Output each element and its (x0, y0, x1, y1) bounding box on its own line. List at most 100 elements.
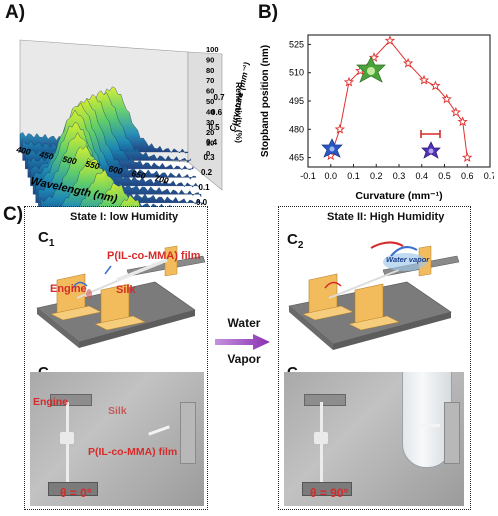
arrow-top-label: Water (227, 316, 261, 330)
purple-structure-icon (421, 141, 441, 159)
data-point (343, 76, 355, 87)
y-tick-label: 525 (289, 39, 304, 49)
panel-c-letter: C) (3, 204, 24, 225)
x-tick-label: 0.5 (438, 171, 451, 181)
x-tick-label: 0.7 (484, 171, 494, 181)
curvature-tick: 0.2 (201, 168, 213, 177)
vapor-cloud (383, 253, 427, 271)
panel-b-chart: -0.1 0.0 0.1 0.2 0.3 0.4 0.5 0.6 0.7 465 480 495 51… (260, 34, 494, 202)
wavelength-tick: 500 (62, 154, 78, 167)
wavelength-tick: 700 (154, 173, 170, 186)
state1-box (24, 206, 208, 510)
data-point (334, 123, 346, 134)
c3-theta-label: θ = 0° (60, 486, 92, 500)
x-tick-label: 0.0 (324, 171, 337, 181)
reflectivity-tick: 50 (206, 97, 214, 106)
y-tick-label: 510 (289, 68, 304, 78)
c2-schematic (288, 241, 460, 350)
c3-silk-label: Silk (108, 405, 127, 417)
blue-structure-icon-left (321, 138, 343, 158)
c1-film-label: P(IL-co-MMA) film (107, 250, 201, 262)
data-point (368, 52, 380, 63)
c1-silk-label: Silk (116, 284, 136, 296)
top-clamp (304, 394, 346, 406)
data-point (441, 93, 452, 104)
reflectivity-tick: 0 (206, 149, 210, 158)
engine-block (314, 432, 328, 444)
range-marker (420, 130, 441, 138)
film-piece (420, 424, 440, 427)
bottom-clamp (48, 482, 98, 496)
water-tube (402, 372, 452, 468)
c3-photo (30, 372, 204, 506)
film-piece (148, 425, 170, 436)
state2-title: State II: High Humidity (327, 211, 445, 223)
curvature-tick: 0.6 (211, 108, 223, 117)
curvature-tick: 0.1 (199, 183, 211, 192)
curvature-tick: 0.5 (209, 123, 221, 132)
wavelength-tick: 600 (108, 163, 124, 176)
curvature-tick: 0.0 (196, 198, 208, 207)
spectrum-layer (119, 194, 141, 207)
curvature-tick: 0.4 (206, 138, 218, 147)
curvature-tick: 0.3 (204, 153, 216, 162)
panel-a-letter: A) (5, 2, 26, 23)
y-tick-label: 480 (289, 124, 304, 134)
water-vapor-arrow (215, 334, 270, 350)
reflectivity-tick: 30 (206, 118, 214, 127)
reflectivity-tick: 60 (206, 87, 214, 96)
reflectivity-tick: 10 (206, 139, 214, 148)
data-point (462, 152, 473, 162)
panel-b-letter: B) (258, 2, 279, 23)
c4-theta-label: θ = 90° (310, 486, 349, 500)
c2-label: C2 (287, 231, 304, 251)
c1-label: C1 (38, 229, 55, 249)
silk-rod (66, 402, 69, 486)
data-point (402, 57, 414, 68)
x-tick-label: 0.4 (415, 171, 428, 181)
reflectivity-tick: 70 (206, 76, 214, 85)
bent-film (390, 246, 418, 257)
tape-strip (180, 402, 196, 464)
data-point (457, 116, 468, 127)
y-tick-label: 465 (289, 153, 304, 163)
y-tick-label: 495 (289, 96, 304, 106)
x-tick-label: 0.2 (370, 171, 383, 181)
y-axis-label: Stopband position (nm) (260, 45, 271, 157)
green-structure-icon (356, 56, 386, 83)
silk-rod (320, 402, 323, 486)
c2-water-vapor-label: Water vapor (386, 255, 430, 264)
c3-engine-label: Engine (33, 396, 69, 408)
x-tick-label: -0.1 (300, 171, 316, 181)
reflectivity-tick: 20 (206, 128, 214, 137)
state2-box (278, 206, 471, 510)
arrow-bottom-label: Vapor (227, 352, 261, 366)
x-axis-label: Curvature (mm⁻¹) (355, 190, 442, 202)
c4-photo (284, 372, 464, 506)
c3-film-label: P(IL-co-MMA) film (88, 446, 178, 458)
curvature-tick: 0.7 (214, 93, 226, 102)
reflectivity-tick: 80 (206, 66, 214, 75)
x-tick-label: 0.6 (461, 171, 474, 181)
x-tick-label: 0.3 (393, 171, 406, 181)
reflectivity-tick: 40 (206, 107, 214, 116)
data-point (384, 35, 396, 46)
film-strip (116, 258, 168, 282)
top-clamp (50, 394, 92, 406)
reflectivity-tick: 100 (206, 45, 219, 54)
film-post (164, 245, 178, 277)
wavelength-tick: 450 (38, 149, 55, 162)
reflectivity-axis-label: Reflectivity (%) (234, 82, 244, 143)
wavelength-tick: 400 (15, 144, 32, 157)
reflectivity-tick: 90 (206, 55, 214, 64)
state1-title: State I: low Humidity (70, 211, 179, 223)
wavelength-tick: 650 (131, 168, 147, 181)
silk-fiber (328, 269, 400, 299)
data-point (418, 74, 430, 85)
data-point (450, 106, 462, 117)
x-tick-label: 0.1 (347, 171, 360, 181)
data-point (430, 80, 441, 91)
tape-strip (444, 402, 460, 464)
wavelength-tick: 550 (85, 159, 101, 172)
